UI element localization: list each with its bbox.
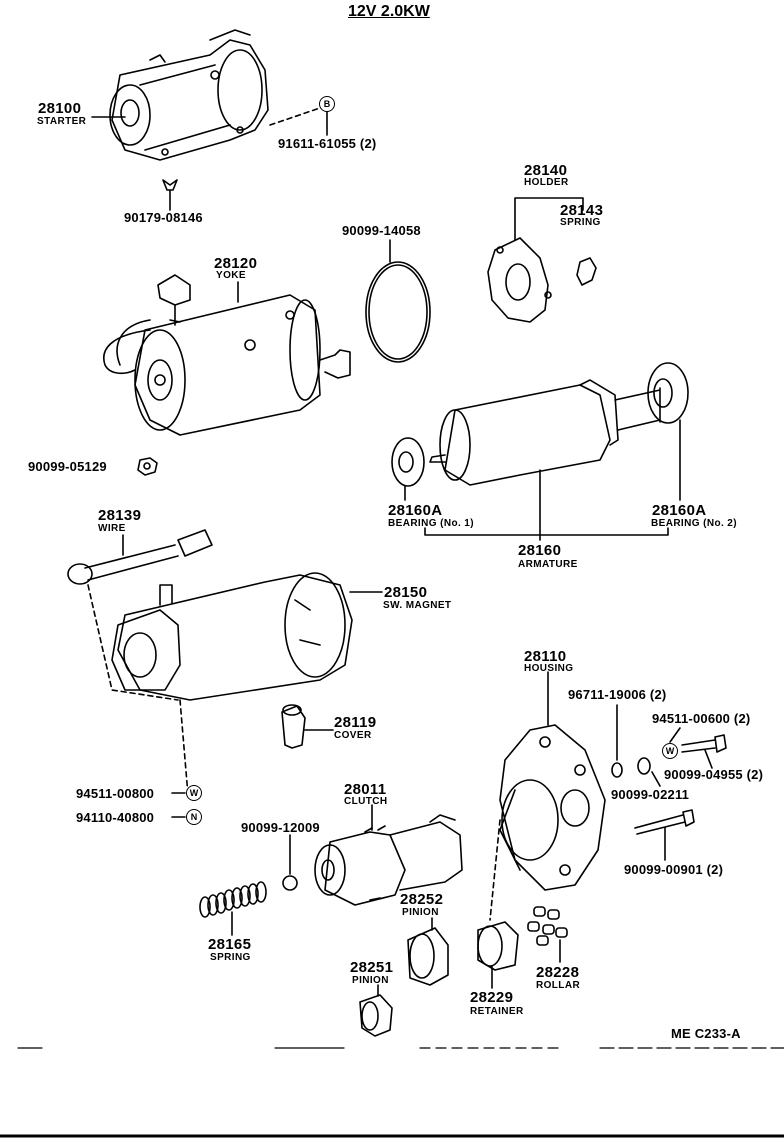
holder-drawing [487, 237, 552, 323]
retainer-drawing [477, 921, 519, 971]
spring-number: 28165 [208, 936, 252, 953]
hw2-part-number: 94511-00600 (2) [652, 711, 751, 726]
housing-drawing [499, 724, 606, 891]
washer-dashed-line [179, 699, 189, 796]
yoke-drawing [103, 274, 351, 436]
holder-bracket [514, 197, 584, 241]
diagram-title: 12V 2.0KW [348, 3, 430, 20]
bearing2-name: BEARING (No. 2) [651, 518, 737, 529]
hw4-ring [637, 757, 651, 775]
marker-w-hw-icon: W [662, 743, 678, 759]
housing-number: 28110 [524, 648, 567, 665]
wire-drawing [67, 529, 213, 585]
hw1-ring [611, 762, 623, 778]
retainer-name: RETAINER [470, 1006, 524, 1017]
sw-magnet-name: SW. MAGNET [383, 600, 452, 611]
rollar-drawing [527, 906, 568, 946]
starter-name: STARTER [37, 116, 87, 127]
hw3-bolt [681, 734, 727, 753]
pinion-a-name: PINION [402, 907, 439, 918]
cover-number: 28119 [334, 714, 377, 731]
pinion-b-name: PINION [352, 975, 389, 986]
cap-drawing [162, 179, 178, 211]
footer-code: ME C233-A [671, 1026, 741, 1041]
clutch-name: CLUTCH [344, 796, 388, 807]
spring-drawing [199, 881, 267, 918]
armature-drawing [429, 379, 661, 486]
rollar-name: ROLLAR [536, 980, 581, 991]
armature-name: ARMATURE [518, 559, 578, 570]
yoke-number: 28120 [214, 255, 258, 272]
yoke-name: YOKE [216, 270, 246, 281]
sw-magnet-drawing [111, 572, 353, 701]
o-ring-inner [368, 264, 428, 360]
sw-magnet-number: 28150 [384, 584, 428, 601]
spring-h-number: 28143 [560, 202, 604, 219]
bolt-b-part-number: 91611-61055 (2) [278, 136, 377, 151]
long-bolt-drawing [634, 809, 695, 835]
hw4-part-number: 90099-02211 [611, 787, 690, 802]
washer-w-part-number: 94511-00800 [76, 786, 155, 801]
ball-drawing [282, 875, 298, 891]
o-ring-part-number: 90099-14058 [342, 223, 421, 238]
nut-drawing [137, 457, 158, 476]
cover-drawing [281, 704, 306, 749]
cap-part-number: 90179-08146 [124, 210, 203, 225]
spring-name: SPRING [210, 952, 251, 963]
clutch-number: 28011 [344, 781, 387, 798]
long-bolt-part-number: 90099-00901 (2) [624, 862, 724, 877]
pinion-b-number: 28251 [350, 959, 394, 976]
marker-n-icon: N [186, 809, 202, 825]
spring-h-name: SPRING [560, 217, 601, 228]
clutch-drawing [314, 814, 463, 906]
o-ring [365, 261, 431, 363]
wire-number: 28139 [98, 507, 142, 524]
cover-name: COVER [334, 730, 372, 741]
rollar-number: 28228 [536, 964, 580, 981]
hw4-leader [651, 771, 661, 787]
marker-w-icon: W [186, 785, 202, 801]
pinion-a-number: 28252 [400, 891, 444, 908]
hw2-leader [669, 727, 681, 743]
hw3-part-number: 90099-04955 (2) [664, 767, 764, 782]
bearing1-number: 28160A [388, 502, 443, 519]
housing-name: HOUSING [524, 663, 574, 674]
spring-h-drawing [576, 257, 597, 286]
starter-drawing [109, 29, 269, 161]
pinion-b-drawing [359, 994, 393, 1037]
nut-hole [143, 462, 151, 470]
holder-number: 28140 [524, 162, 568, 179]
nut-n-part-number: 94110-40800 [76, 810, 155, 825]
starter-number: 28100 [38, 100, 82, 117]
ball-part-number: 90099-12009 [241, 820, 320, 835]
hw1-part-number: 96711-19006 (2) [568, 687, 667, 702]
wire-name: WIRE [98, 523, 126, 534]
bolt-dashed-line [269, 107, 321, 126]
retainer-number: 28229 [470, 989, 514, 1006]
bearing2-number: 28160A [652, 502, 707, 519]
wire-dashed-line [87, 584, 179, 701]
nut-part-number: 90099-05129 [28, 459, 107, 474]
bearing1-name: BEARING (No. 1) [388, 518, 474, 529]
holder-name: HOLDER [524, 177, 569, 188]
bearing-no1-drawing [391, 437, 425, 487]
bearing-no2-drawing [647, 362, 689, 424]
hw3-leader [704, 749, 713, 769]
armature-bracket [424, 527, 669, 536]
housing-dashed-line [489, 819, 501, 921]
armature-number: 28160 [518, 542, 562, 559]
pinion-a-drawing [407, 927, 449, 986]
marker-b-icon: B [319, 96, 335, 112]
